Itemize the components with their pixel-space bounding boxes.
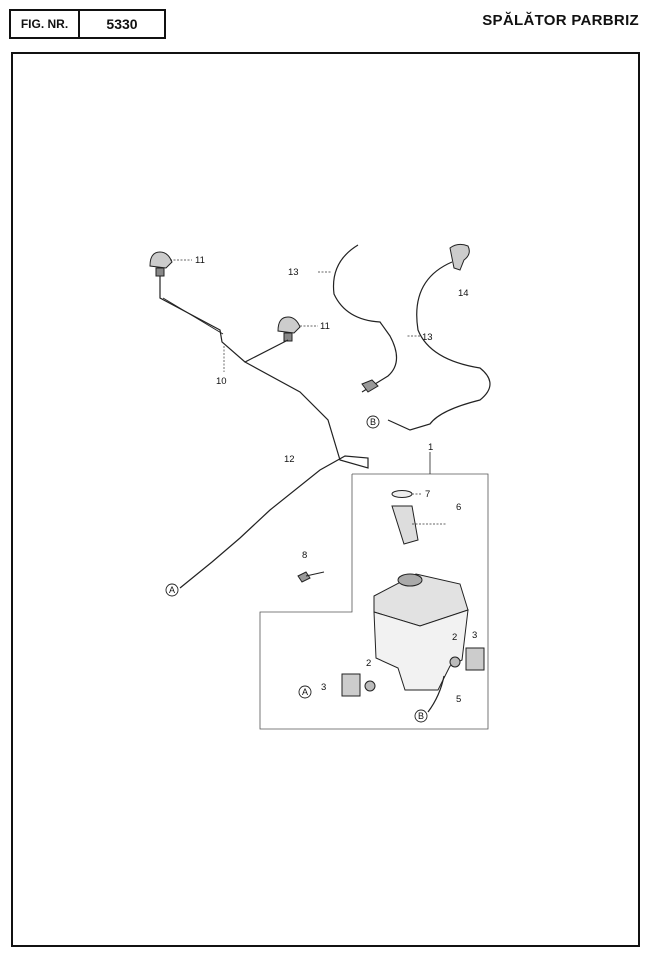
connector-b-marker-pump xyxy=(414,709,428,723)
screw-8 xyxy=(297,571,325,583)
hose-10b xyxy=(162,297,224,335)
callout-7: 7 xyxy=(425,489,430,500)
callout-13-left: 13 xyxy=(288,267,299,278)
connector-b-label: B xyxy=(370,417,376,427)
callout-13-right: 13 xyxy=(422,332,433,343)
nozzle-11-right xyxy=(277,316,301,334)
pump-3-left xyxy=(341,673,361,697)
callout-2-right: 2 xyxy=(452,632,457,643)
hose-13-left xyxy=(332,244,398,393)
page-title: SPĂLĂTOR PARBRIZ xyxy=(482,12,639,29)
connector-b-marker xyxy=(366,415,380,429)
callout-2-left: 2 xyxy=(366,658,371,669)
callout-1: 1 xyxy=(428,442,433,453)
part-14 xyxy=(449,243,470,271)
diagram-frame xyxy=(11,52,640,947)
callout-11-left: 11 xyxy=(195,255,205,266)
nozzle-11-left xyxy=(149,251,173,269)
grommet-2-left xyxy=(364,680,376,692)
connector-a-label: A xyxy=(169,585,175,595)
connector-a-marker xyxy=(165,583,179,597)
cap-7 xyxy=(391,490,413,498)
assembly-bracket xyxy=(259,473,489,730)
connector-b-pump-label: B xyxy=(418,711,424,721)
callout-11-right: 11 xyxy=(320,321,330,332)
hose-5 xyxy=(427,675,445,713)
pump-3-right xyxy=(465,647,485,671)
callout-8: 8 xyxy=(302,550,307,561)
filler-neck-6 xyxy=(391,505,419,545)
hose-10 xyxy=(159,276,289,363)
hose-12 xyxy=(179,361,369,589)
connector-a-marker-pump xyxy=(298,685,312,699)
hose-13-left-fitting xyxy=(361,379,379,393)
fig-label: FIG. NR. xyxy=(9,9,80,39)
connector-a-pump-label: A xyxy=(302,687,308,697)
callout-12: 12 xyxy=(284,454,295,465)
callout-3-left: 3 xyxy=(321,682,326,693)
fig-number: 5330 xyxy=(80,9,166,39)
reservoir-neck xyxy=(397,573,423,587)
nozzle-11-left-base xyxy=(155,267,165,277)
nozzle-11-right-base xyxy=(283,332,293,342)
callout-3-right: 3 xyxy=(472,630,477,641)
hose-13-right xyxy=(387,261,491,431)
callout-6: 6 xyxy=(456,502,461,513)
callout-14: 14 xyxy=(458,288,469,299)
callout-10: 10 xyxy=(216,376,227,387)
grommet-2-right xyxy=(449,656,461,668)
callout-5: 5 xyxy=(456,694,461,705)
